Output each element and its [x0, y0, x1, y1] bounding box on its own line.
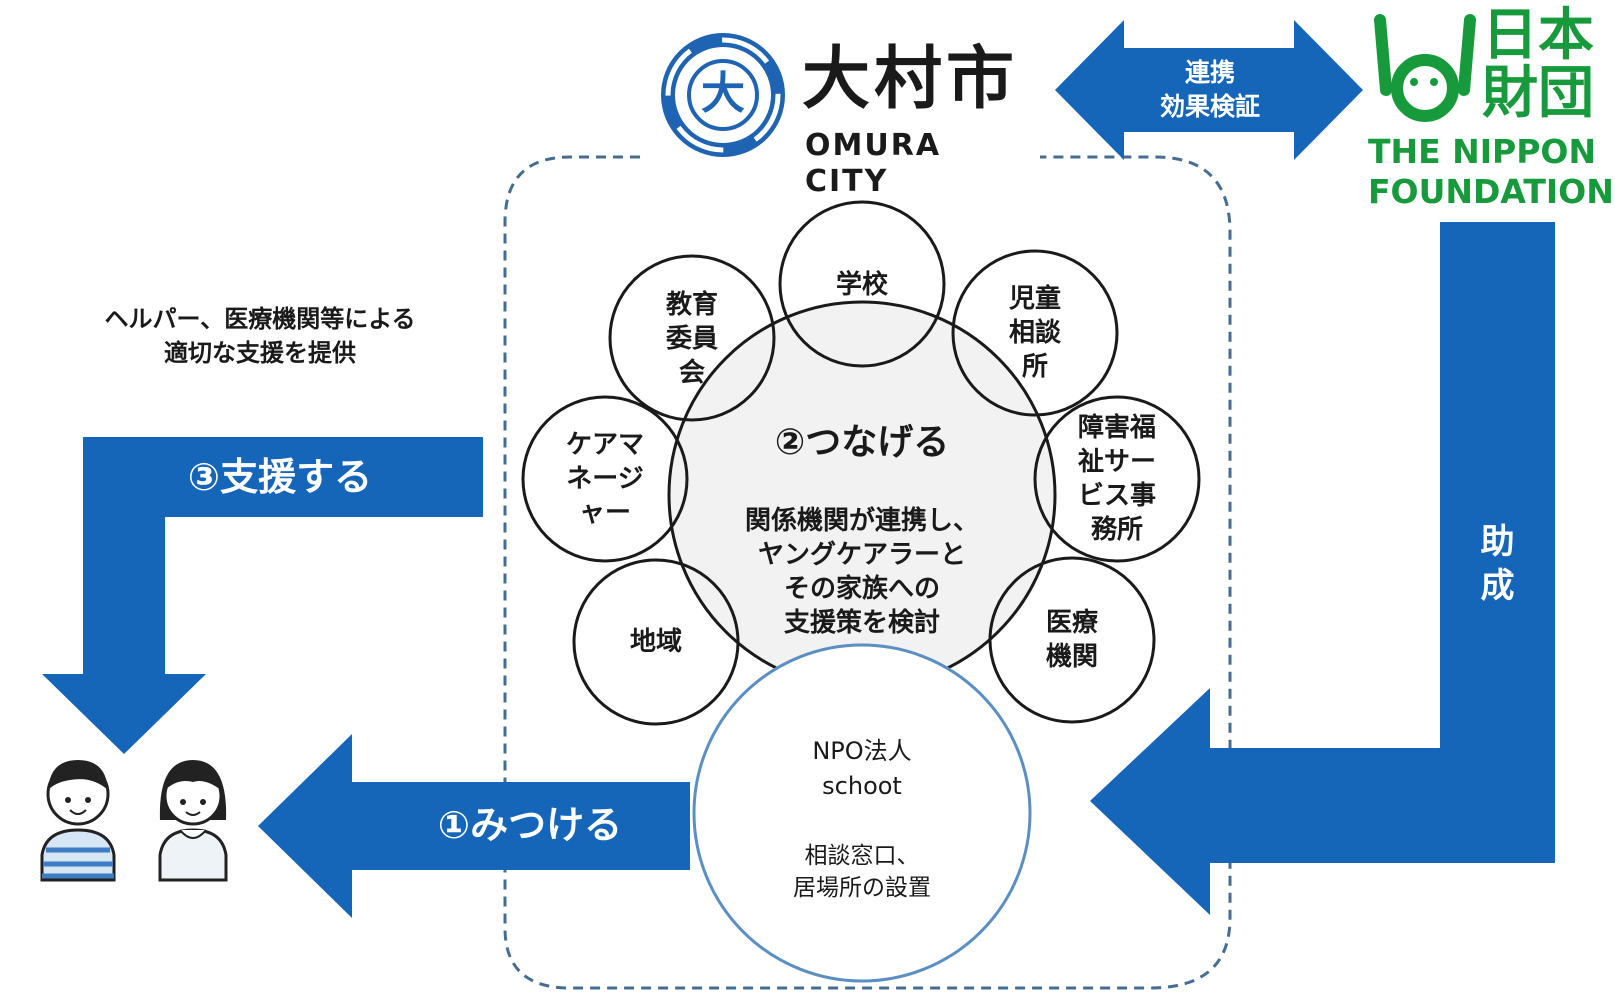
support-caption: ヘルパー、医療機関等による 適切な支援を提供: [104, 305, 416, 367]
omura-emblem-glyph: 大: [701, 68, 745, 119]
support-arrow: [42, 437, 483, 754]
nippon-english-line2: FOUNDATION: [1368, 172, 1614, 211]
collaboration-frame: [503, 155, 1232, 990]
npo-name: schoot: [822, 772, 902, 800]
grant-label: 助 成: [1480, 522, 1515, 606]
npo-description: 相談窓口、 居場所の設置: [793, 843, 931, 901]
npo-title: NPO法人: [812, 737, 912, 765]
connect-title: ②つなげる: [774, 422, 950, 463]
medical-circle: [988, 556, 1156, 724]
omura-city-name: 大村市: [802, 40, 1019, 119]
cooperation-label: 連携 効果検証: [1159, 58, 1260, 121]
cooperation-double-arrow: [1055, 20, 1363, 160]
nippon-kanji-bottom: 財団: [1482, 61, 1594, 126]
school-circle: [778, 200, 946, 368]
school-label: 学校: [835, 270, 888, 300]
disability-label: 障害福 祉サー ビス事 務所: [1077, 413, 1156, 545]
nippon-kanji-top: 日本: [1482, 3, 1594, 68]
boy-icon: [40, 760, 116, 882]
connect-description: 関係機関が連携し、 ヤングケアラーと その家族への 支援策を検討: [744, 506, 979, 638]
nippon-english-line1: THE NIPPON: [1368, 132, 1597, 171]
care-manager-circle: [521, 395, 689, 563]
child-center-label: 児童 相談 所: [1008, 284, 1061, 382]
omura-city-english: OMURA CITY: [805, 128, 942, 199]
nippon-foundation-figure-icon: [1374, 14, 1476, 122]
grant-arrow: [1090, 222, 1555, 915]
child-center-circle: [951, 249, 1119, 417]
npo-circle: [692, 643, 1032, 983]
support-label: ③支援する: [187, 455, 373, 499]
omura-emblem-icon: [661, 33, 785, 157]
board-circle: [608, 254, 776, 422]
disability-circle: [1033, 395, 1201, 563]
board-label: 教育 委員 会: [665, 290, 718, 388]
community-label: 地域: [629, 627, 682, 657]
find-label: ①みつける: [437, 803, 623, 847]
find-arrow: [258, 734, 690, 918]
community-circle: [572, 558, 740, 726]
medical-label: 医療 機関: [1045, 608, 1098, 672]
care-manager-label: ケアマ ネージ ャー: [565, 430, 644, 528]
girl-icon: [158, 760, 228, 882]
